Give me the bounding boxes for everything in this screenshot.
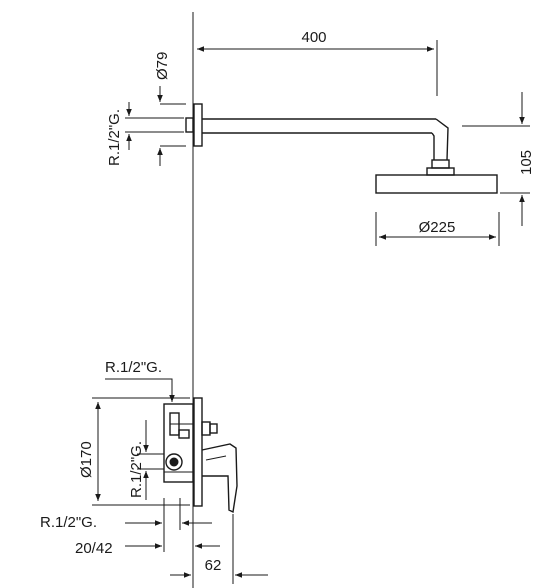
dim-arm-length-label: 400	[301, 29, 326, 46]
dim-protrusion: 62	[170, 514, 268, 584]
dim-flange-diameter-label: Ø79	[154, 52, 171, 80]
shower-arm	[185, 103, 455, 176]
dim-head-height-label: 105	[518, 150, 535, 175]
dim-body-height: Ø170	[78, 397, 190, 506]
dim-inlet-thread-top-label: R.1/2"G.	[105, 359, 162, 376]
dim-arm-length: 400	[197, 29, 438, 96]
dim-inlet-thread-bottom: R.1/2"G.	[40, 498, 212, 531]
mixer-valve	[163, 397, 238, 514]
dim-flange-diameter: Ø79	[154, 52, 186, 166]
dim-depth-range-label: 20/42	[75, 540, 113, 557]
dim-body-height-label: Ø170	[78, 441, 95, 478]
dim-outlet-thread-middle-label: R.1/2"G.	[128, 441, 145, 498]
dim-arm-thread-label: R.1/2"G.	[106, 109, 123, 166]
dim-depth-range: 20/42	[75, 530, 220, 557]
dim-inlet-thread-top: R.1/2"G.	[105, 359, 175, 402]
shower-head	[375, 174, 498, 194]
dim-head-height: 105	[462, 92, 535, 226]
dim-head-diameter-label: Ø225	[419, 219, 456, 236]
dim-inlet-thread-bottom-label: R.1/2"G.	[40, 514, 97, 531]
dim-outlet-thread-middle: R.1/2"G.	[128, 420, 164, 500]
dim-head-diameter: Ø225	[375, 212, 500, 246]
dim-arm-thread: R.1/2"G.	[106, 102, 184, 166]
dim-protrusion-label: 62	[205, 557, 222, 574]
